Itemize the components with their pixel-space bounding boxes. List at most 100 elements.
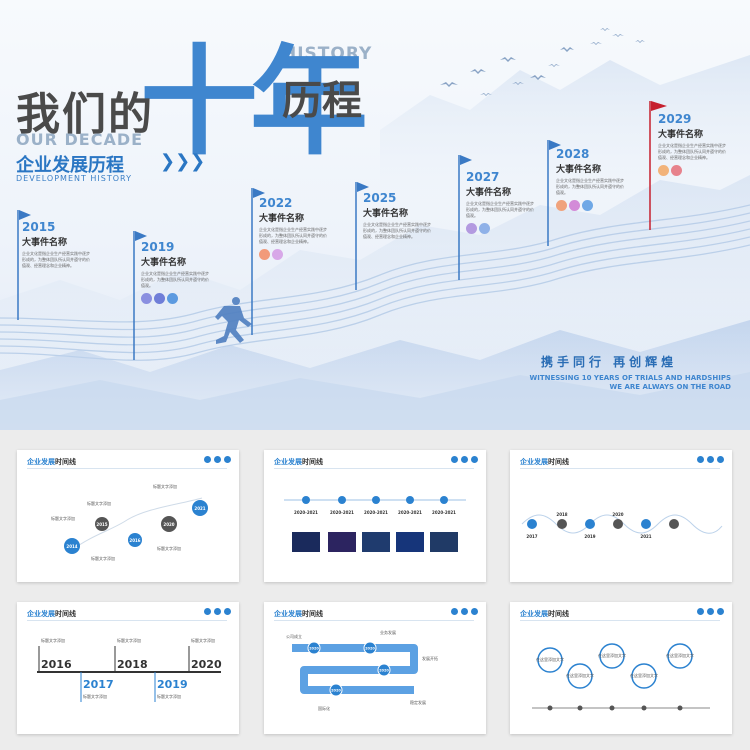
item-label: 标题文字添加 (191, 637, 215, 643)
slide-thumbnail-2[interactable]: 企业发展时间线 2020-2021 2020-2021 2020-2021 20… (264, 450, 486, 582)
item-label: 发展开拓 (422, 655, 438, 661)
item-label: 标题文字添加 (157, 545, 181, 551)
year-label: 2020 (163, 522, 174, 527)
header-dark: 时间线 (302, 610, 323, 618)
event-2025: 2025 大事件名称 企业文化是指企业生产经营实践中逐步形成的，为整体团队所认同… (363, 191, 433, 240)
year-label: 2020 (379, 669, 389, 673)
history-en: HISTORY (282, 44, 373, 64)
item-label: 国际化 (318, 705, 330, 711)
circle-icon (461, 456, 468, 463)
mountain-landscape (0, 28, 750, 430)
year-label: 2018 (117, 658, 148, 671)
item-label: 标题文字添加 (83, 693, 107, 699)
slide-thumbnail-3[interactable]: 企业发展时间线 2018 2020 2017 2019 2021 (510, 450, 732, 582)
item-label: 标题文字添加 (87, 500, 111, 506)
slide-header: 企业发展时间线 (27, 457, 76, 467)
slide-graphic: 2018 2020 2017 2019 2021 (521, 512, 723, 539)
flags (19, 101, 667, 241)
header-blue: 企业发展 (27, 458, 55, 466)
header-dark: 时间线 (548, 610, 569, 618)
event-desc: 企业文化是指企业生产经营实践中逐步形成的，为整体团队所认同并遵守的价值观、经营理… (363, 222, 431, 239)
slide-graphic: 在这里添加文字 在这里添加文字 在这里添加文字 在这里添加文字 在这里添加文字 (532, 643, 710, 711)
circle-icon (471, 456, 478, 463)
event-2029: 2029 大事件名称 企业文化是指企业生产经营实践中逐步形成的，为整体团队所认同… (658, 112, 728, 176)
header-divider (520, 620, 720, 621)
color-dot (259, 249, 270, 260)
slide-thumbnail-6[interactable]: 企业发展时间线 在这里添加文字 在这里添加文字 在这里添加文字 在这里添加文字 … (510, 602, 732, 734)
header-icons (451, 608, 478, 615)
event-name: 大事件名称 (658, 130, 704, 140)
item-label: 标题文字添加 (117, 637, 141, 643)
year-label: 2019 (157, 678, 188, 691)
item-label: 在这里添加文字 (630, 672, 658, 678)
header-blue: 企业发展 (520, 610, 548, 618)
item-label: 在这里添加文字 (536, 656, 564, 662)
range-label: 2020-2021 (330, 510, 354, 515)
title-right: 历程 (282, 78, 362, 124)
color-dot (466, 223, 477, 234)
header-blue: 企业发展 (274, 458, 302, 466)
color-dot (479, 223, 490, 234)
development-en: DEVELOPMENT HISTORY (16, 174, 132, 183)
year-label: 2020 (331, 689, 341, 693)
slide-graphic: 2020 2020 2020 2020 公司成立 业务发展 发展开拓 国际化 稳… (286, 629, 438, 711)
event-name: 大事件名称 (22, 238, 68, 248)
year-label: 2020 (309, 647, 319, 651)
event-2022: 2022 大事件名称 企业文化是指企业生产经营实践中逐步形成的，为整体团队所认同… (259, 196, 329, 260)
event-name: 大事件名称 (141, 258, 187, 268)
header-blue: 企业发展 (520, 458, 548, 466)
header-icons (204, 608, 231, 615)
year-label: 2016 (129, 538, 140, 543)
event-2019: 2019 大事件名称 企业文化是指企业生产经营实践中逐步形成的，为整体团队所认同… (141, 240, 211, 304)
year-label: 2021 (194, 506, 205, 511)
header-divider (27, 620, 227, 621)
header-icons (697, 456, 724, 463)
item-label: 标题文字添加 (153, 483, 177, 489)
event-desc: 企业文化是指企业生产经营实践中逐步形成的，为整体团队所认同并遵守的价值观、经营理… (22, 251, 90, 268)
slide-graphic: 2020-2021 2020-2021 2020-2021 2020-2021 … (284, 496, 466, 552)
year-label: 2020 (612, 512, 623, 517)
circle-icon (471, 608, 478, 615)
event-year: 2025 (363, 191, 397, 205)
color-dot (569, 200, 580, 211)
header-blue: 企业发展 (27, 610, 55, 618)
item-label: 标题文字添加 (157, 693, 181, 699)
color-dot (658, 165, 669, 176)
color-dot (167, 293, 178, 304)
item-label: 稳定发展 (410, 699, 426, 705)
event-2028: 2028 大事件名称 企业文化是指企业生产经营实践中逐步形成的，为整体团队所认同… (556, 147, 626, 211)
slide-thumbnail-4[interactable]: 企业发展时间线 2016 2018 2020 2017 2019 标题文字添加 … (17, 602, 239, 734)
header-icons (451, 456, 478, 463)
item-label: 业务发展 (380, 629, 396, 635)
circle-icon (717, 456, 724, 463)
color-dot (582, 200, 593, 211)
slide-thumbnail-1[interactable]: 企业发展时间线 2014 2015 2016 2020 2021 标题文字添加 … (17, 450, 239, 582)
header-divider (274, 620, 474, 621)
header-dark: 时间线 (55, 610, 76, 618)
circle-icon (214, 456, 221, 463)
header-dark: 时间线 (55, 458, 76, 466)
item-label: 标题文字添加 (51, 515, 75, 521)
range-label: 2020-2021 (294, 510, 318, 515)
year-label: 2017 (83, 678, 114, 691)
circle-icon (717, 608, 724, 615)
event-desc: 企业文化是指企业生产经营实践中逐步形成的，为整体团队所认同并遵守的价值观、经营理… (658, 143, 726, 160)
event-name: 大事件名称 (556, 165, 602, 175)
slide-header: 企业发展时间线 (274, 609, 323, 619)
circle-icon (707, 608, 714, 615)
event-year: 2028 (556, 147, 590, 161)
event-desc: 企业文化是指企业生产经营实践中逐步形成的，为整体团队所认同并遵守的价值观。 (556, 178, 624, 195)
slide-header: 企业发展时间线 (27, 609, 76, 619)
slide-header: 企业发展时间线 (520, 457, 569, 467)
event-name: 大事件名称 (363, 209, 409, 219)
header-blue: 企业发展 (274, 610, 302, 618)
circle-icon (697, 608, 704, 615)
year-label: 2016 (41, 658, 72, 671)
item-label: 标题文字添加 (41, 637, 65, 643)
header-icons (204, 456, 231, 463)
event-year: 2029 (658, 112, 692, 126)
color-dot (154, 293, 165, 304)
year-label: 2020 (365, 647, 375, 651)
event-2027: 2027 大事件名称 企业文化是指企业生产经营实践中逐步形成的，为整体团队所认同… (466, 170, 536, 234)
slide-thumbnail-5[interactable]: 企业发展时间线 2020 2020 2020 2020 公司成立 业务发展 发展… (264, 602, 486, 734)
